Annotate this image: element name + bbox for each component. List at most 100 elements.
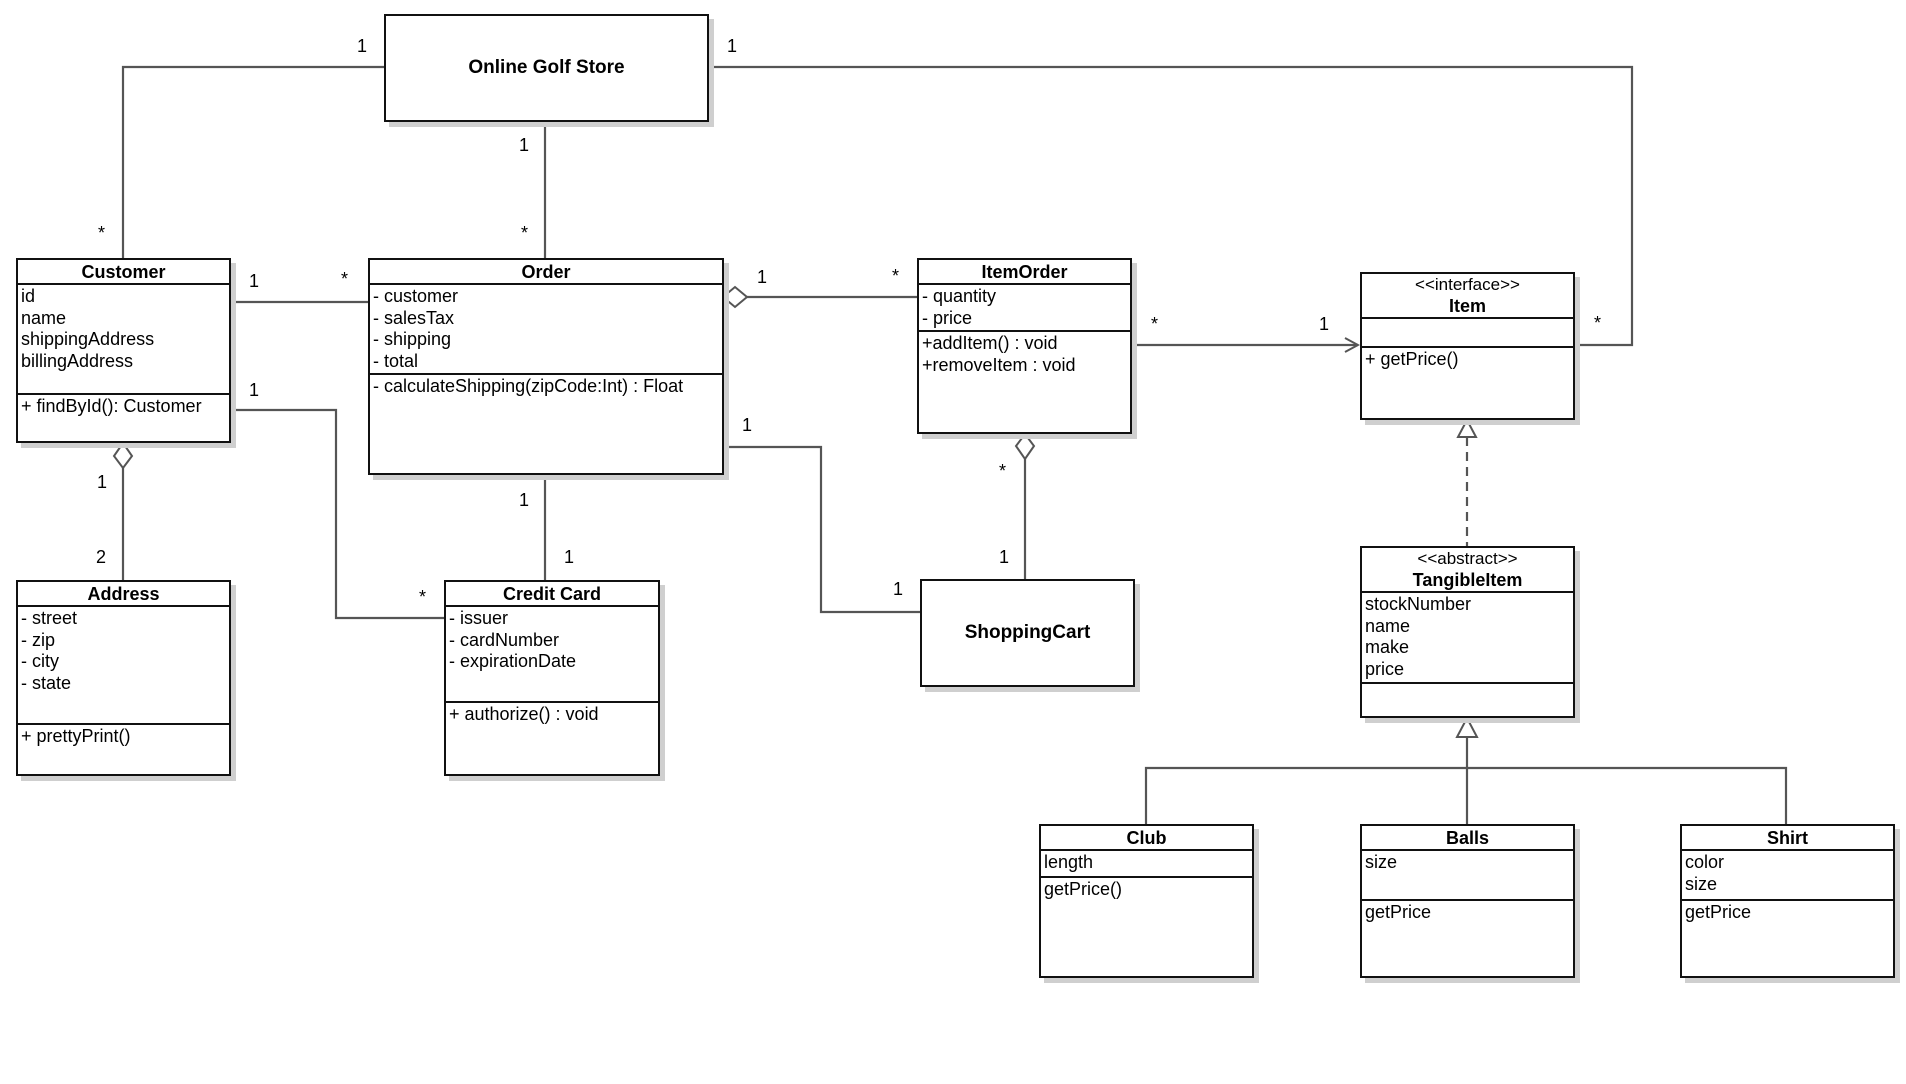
attributes-section: id name shippingAddress billingAddress xyxy=(18,285,229,395)
attribute: price xyxy=(1365,658,1405,679)
methods-section: + prettyPrint() xyxy=(18,725,229,749)
class-shoppingcart[interactable]: ShoppingCart xyxy=(920,579,1135,687)
class-tangibleitem[interactable]: <<abstract>> TangibleItem stockNumber na… xyxy=(1360,546,1575,718)
attribute: - shipping xyxy=(373,329,452,349)
attribute: - city xyxy=(21,651,59,671)
class-address[interactable]: Address - street - zip - city - state + … xyxy=(16,580,231,776)
class-shirt[interactable]: Shirt color size getPrice xyxy=(1680,824,1895,978)
attribute: - state xyxy=(21,672,72,693)
multiplicity-label: 1 xyxy=(999,547,1010,567)
methods-section: getPrice() xyxy=(1041,878,1252,902)
customer-creditcard-association xyxy=(230,408,444,620)
multiplicity-label: 1 xyxy=(97,472,108,492)
class-name: ShoppingCart xyxy=(964,622,1091,643)
method: +removeItem : void xyxy=(922,354,1076,375)
attribute: - quantity xyxy=(922,286,997,306)
attribute: - total xyxy=(373,350,419,371)
method: + authorize() : void xyxy=(449,704,599,724)
multiplicity-label: * xyxy=(1594,313,1602,333)
attribute: id xyxy=(21,286,36,306)
class-credit-card[interactable]: Credit Card - issuer - cardNumber - expi… xyxy=(444,580,660,776)
class-name: Club xyxy=(1041,826,1252,851)
method: - calculateShipping(zipCode:Int) : Float xyxy=(373,376,684,396)
attributes-section: color size xyxy=(1682,851,1893,901)
method: getPrice xyxy=(1685,902,1752,922)
aggregation-diamond-icon xyxy=(112,441,134,470)
multiplicity-label: 1 xyxy=(519,490,530,510)
multiplicity-label: 1 xyxy=(757,267,768,287)
class-name: ItemOrder xyxy=(919,260,1130,285)
multiplicity-label: 1 xyxy=(727,36,738,56)
attribute: - issuer xyxy=(449,608,509,628)
attributes-section: - street - zip - city - state xyxy=(18,607,229,725)
multiplicity-label: 2 xyxy=(96,547,107,567)
methods-section: - calculateShipping(zipCode:Int) : Float xyxy=(370,375,722,399)
method: getPrice xyxy=(1365,902,1432,922)
methods-section: getPrice xyxy=(1682,901,1893,925)
multiplicity-label: 1 xyxy=(1319,314,1330,334)
class-name: Credit Card xyxy=(446,582,658,607)
multiplicity-label: * xyxy=(892,266,900,286)
methods-section: + authorize() : void xyxy=(446,703,658,727)
attribute: size xyxy=(1685,873,1718,894)
method: +addItem() : void xyxy=(922,333,1058,353)
attribute: - zip xyxy=(21,629,56,650)
attribute: - expirationDate xyxy=(449,651,577,671)
class-name: Online Golf Store xyxy=(468,57,625,78)
store-item-association xyxy=(706,65,1634,347)
class-name: TangibleItem xyxy=(1412,570,1523,590)
class-online-golf-store[interactable]: Online Golf Store xyxy=(384,14,709,122)
class-name: Item xyxy=(1448,296,1486,316)
attribute: color xyxy=(1685,852,1725,872)
aggregation-diamond-icon xyxy=(1014,432,1036,461)
multiplicity-label: 1 xyxy=(249,271,260,291)
method: + getPrice() xyxy=(1365,349,1459,369)
order-shoppingcart-association xyxy=(723,445,920,614)
attribute: - salesTax xyxy=(373,307,455,328)
class-name: Shirt xyxy=(1682,826,1893,851)
method: + findById(): Customer xyxy=(21,396,202,416)
methods-section: getPrice xyxy=(1362,901,1573,925)
class-club[interactable]: Club length getPrice() xyxy=(1039,824,1254,978)
aggregation-diamond-icon xyxy=(721,285,749,309)
attributes-section: - issuer - cardNumber - expirationDate xyxy=(446,607,658,703)
multiplicity-label: * xyxy=(999,461,1007,481)
class-name: Address xyxy=(18,582,229,607)
attributes-section: - customer - salesTax - shipping - total xyxy=(370,285,722,375)
stereotype: <<abstract>> xyxy=(1417,549,1518,568)
attribute: - street xyxy=(21,608,78,628)
multiplicity-label: * xyxy=(521,223,529,243)
multiplicity-label: 1 xyxy=(249,380,260,400)
class-itemorder[interactable]: ItemOrder - quantity - price +addItem() … xyxy=(917,258,1132,434)
attribute: - cardNumber xyxy=(449,629,560,650)
methods-section: +addItem() : void +removeItem : void xyxy=(919,332,1130,377)
class-header: <<abstract>> TangibleItem xyxy=(1362,548,1573,593)
attributes-section: size xyxy=(1362,851,1573,901)
multiplicity-label: * xyxy=(341,269,349,289)
attribute: shippingAddress xyxy=(21,329,155,349)
methods-section xyxy=(1362,684,1573,686)
method: getPrice() xyxy=(1044,879,1123,899)
multiplicity-label: 1 xyxy=(519,135,530,155)
attribute: stockNumber xyxy=(1365,594,1472,614)
multiplicity-label: 1 xyxy=(564,547,575,567)
attributes-section xyxy=(1362,319,1573,348)
class-order[interactable]: Order - customer - salesTax - shipping -… xyxy=(368,258,724,475)
class-customer[interactable]: Customer id name shippingAddress billing… xyxy=(16,258,231,443)
multiplicity-label: * xyxy=(419,587,427,607)
attribute: - price xyxy=(922,307,973,328)
generalization-branch xyxy=(1144,766,1788,824)
attribute: billingAddress xyxy=(21,350,134,371)
stereotype: <<interface>> xyxy=(1415,275,1520,294)
attribute: name xyxy=(21,307,67,328)
multiplicity-label: 1 xyxy=(893,579,904,599)
realization-triangle-icon xyxy=(1456,417,1478,438)
class-balls[interactable]: Balls size getPrice xyxy=(1360,824,1575,978)
class-item[interactable]: <<interface>> Item + getPrice() xyxy=(1360,272,1575,420)
attribute: name xyxy=(1365,615,1411,636)
attribute: size xyxy=(1365,852,1398,872)
multiplicity-label: * xyxy=(98,223,106,243)
attribute: make xyxy=(1365,637,1410,657)
multiplicity-label: 1 xyxy=(742,415,753,435)
methods-section: + getPrice() xyxy=(1362,348,1573,372)
